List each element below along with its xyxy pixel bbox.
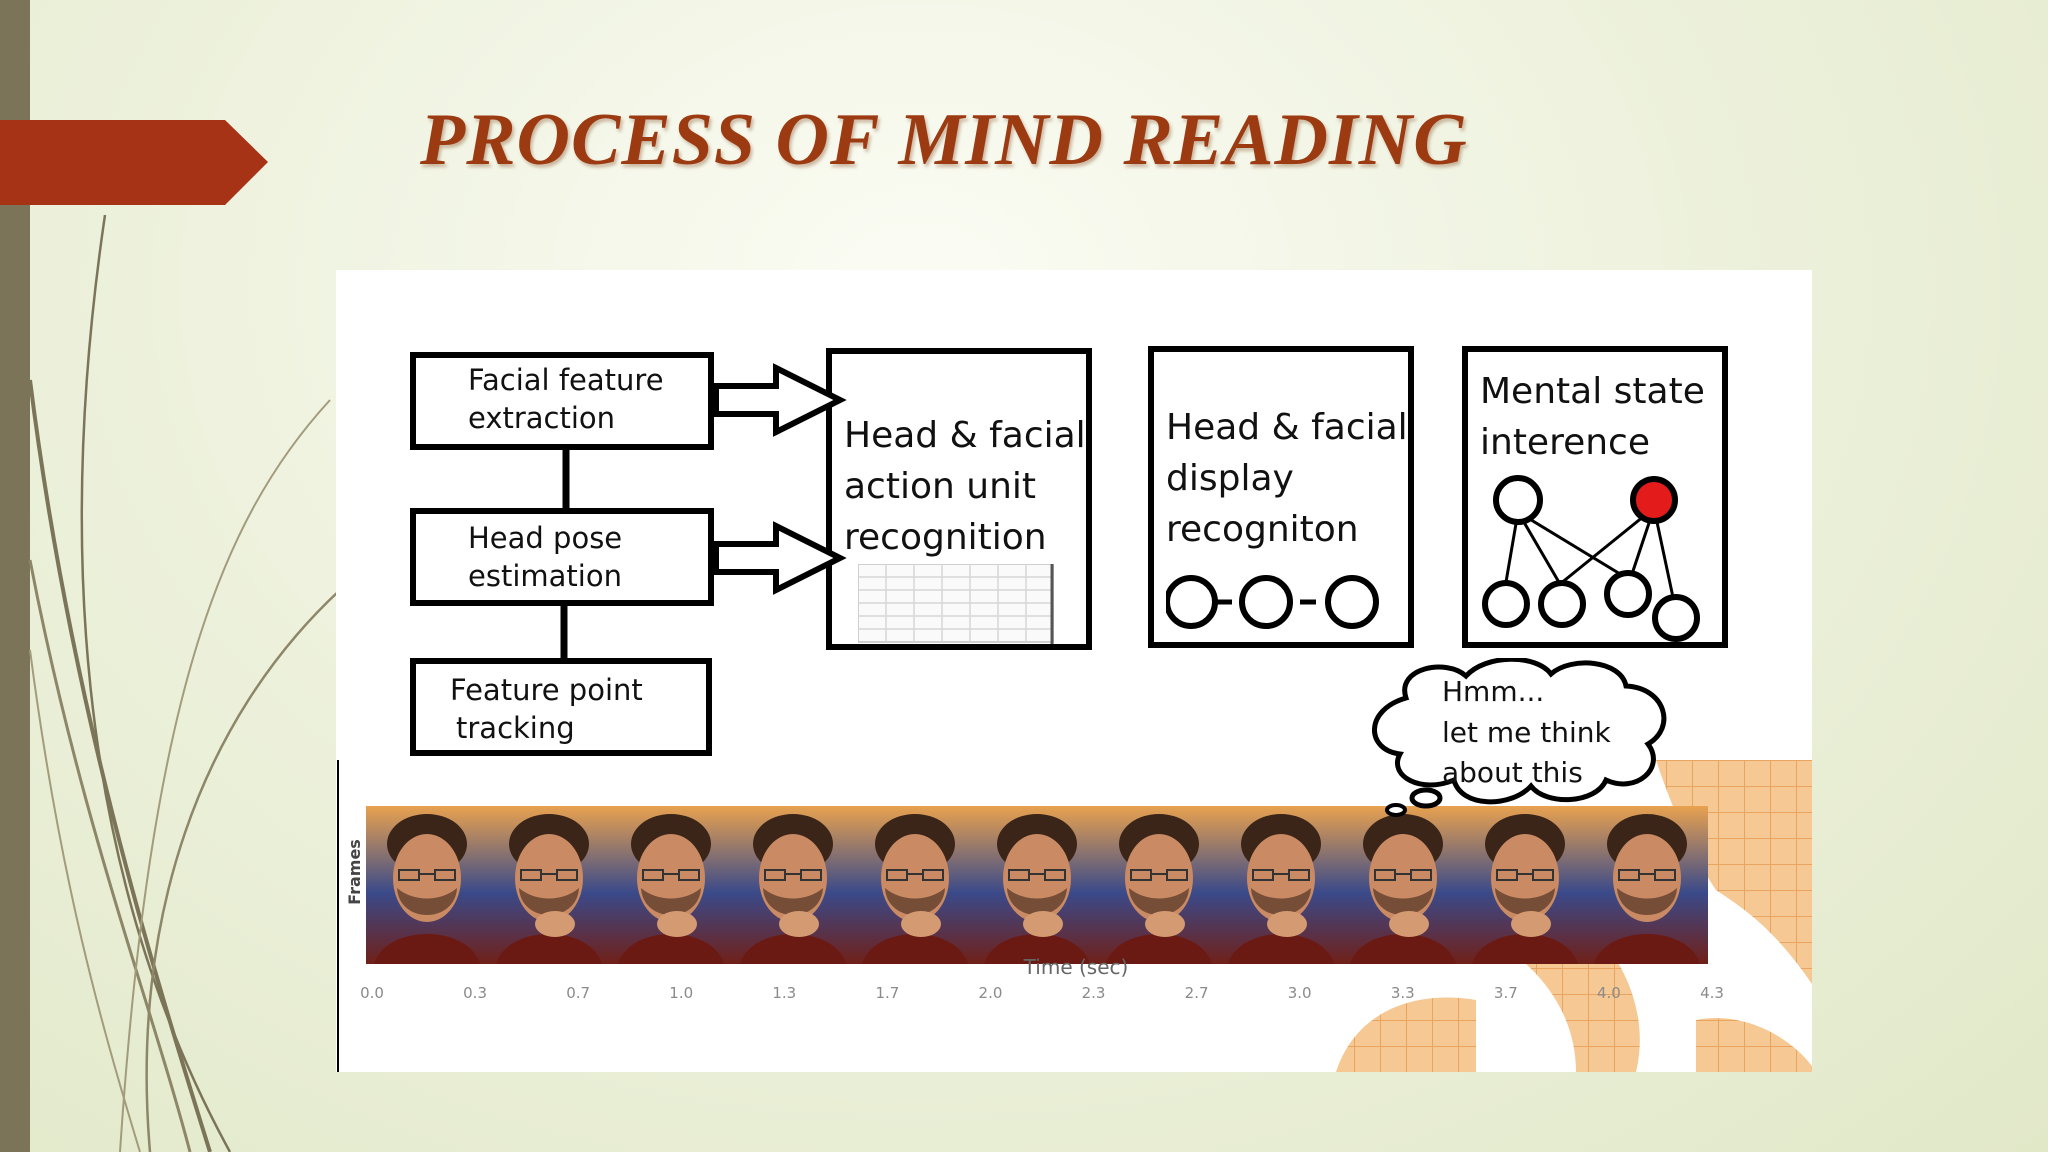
action-unit-grid-icon	[858, 564, 1054, 644]
time-tick-label: 0.0	[360, 984, 384, 1002]
diagram-panel: Facial feature extraction Head pose esti…	[336, 270, 1812, 1072]
time-tick-label: 4.0	[1597, 984, 1621, 1002]
display-line-1: Head & facial	[1166, 407, 1408, 448]
time-tick-label: 0.3	[463, 984, 487, 1002]
face-frame	[1098, 806, 1220, 964]
feature-point-line-2: tracking	[456, 710, 575, 745]
time-tick-label: 2.7	[1185, 984, 1209, 1002]
action-unit-line-3: recognition	[844, 517, 1047, 559]
thought-line-2: let me think	[1442, 715, 1611, 749]
slide-title: PROCESS OF MIND READING	[420, 99, 1468, 181]
display-line-3: recogniton	[1166, 509, 1359, 551]
action-unit-line-1: Head & facial	[844, 415, 1086, 456]
title-arrow-shape	[0, 120, 268, 205]
box-action-unit-recognition: Head & facial action unit recognition	[826, 348, 1092, 650]
diagram-connectors	[560, 363, 847, 658]
time-tick-label: 1.0	[669, 984, 693, 1002]
mental-state-line-2: interence	[1480, 422, 1650, 464]
face-frame	[488, 806, 610, 964]
time-tick-label: 2.3	[1082, 984, 1106, 1002]
frames-axis-label: Frames	[345, 839, 364, 905]
box-facial-feature-extraction: Facial feature extraction	[410, 352, 714, 450]
facial-feature-line-2: extraction	[468, 400, 616, 435]
display-chain-nodes-icon	[1166, 575, 1379, 629]
display-line-2: display	[1166, 458, 1294, 500]
face-frame	[1220, 806, 1342, 964]
time-tick-label: 3.0	[1288, 984, 1312, 1002]
facial-feature-line-1: Facial feature	[468, 363, 664, 397]
face-frame	[366, 806, 488, 964]
thought-line-1: Hmm...	[1442, 675, 1545, 708]
thought-bubble	[1372, 658, 1667, 817]
thought-bubble-text: Hmm... let me think about this	[1442, 672, 1611, 794]
box-head-pose-estimation: Head pose estimation	[410, 508, 714, 606]
decorative-curves	[28, 214, 360, 1152]
time-tick-label: 3.7	[1494, 984, 1518, 1002]
feature-point-line-1: Feature point	[450, 673, 643, 707]
face-frame	[976, 806, 1098, 964]
box-feature-point-tracking: Feature point tracking	[410, 658, 712, 756]
face-frame	[1586, 806, 1708, 964]
time-tick-label: 3.3	[1391, 984, 1415, 1002]
face-frame	[854, 806, 976, 964]
face-frames-group	[366, 806, 1708, 964]
head-pose-line-2: estimation	[468, 558, 622, 593]
bayesian-network-icon	[1482, 475, 1700, 642]
time-ticks-group: 0.0 0.3 0.7 1.0 1.3 1.7 2.0 2.3 2.7 3.0 3.3 3.7 4.0 4…	[360, 984, 1724, 1002]
thought-line-3: about this	[1442, 756, 1583, 790]
time-tick-label: 1.7	[875, 984, 899, 1002]
time-tick-label: 4.3	[1700, 984, 1724, 1002]
time-tick-label: 0.7	[566, 984, 590, 1002]
time-axis-label: Time (sec)	[1023, 955, 1129, 979]
face-frame	[610, 806, 732, 964]
time-tick-label: 1.3	[772, 984, 796, 1002]
box-display-recognition: Head & facial display recogniton	[1148, 346, 1414, 648]
action-unit-line-2: action unit	[844, 466, 1037, 508]
mental-state-line-1: Mental state	[1480, 371, 1705, 412]
face-frame	[1342, 806, 1464, 964]
head-pose-line-1: Head pose	[468, 521, 623, 555]
time-tick-label: 2.0	[979, 984, 1003, 1002]
face-frame	[1464, 806, 1586, 964]
face-frames-strip: Frames 0.0 0.3 0.7 1.0 1.3 1.7 2.0 2.3 2.7 3.0 3.3…	[337, 760, 1724, 1072]
face-frame	[732, 806, 854, 964]
box-mental-state-inference: Mental state interence	[1462, 346, 1728, 648]
